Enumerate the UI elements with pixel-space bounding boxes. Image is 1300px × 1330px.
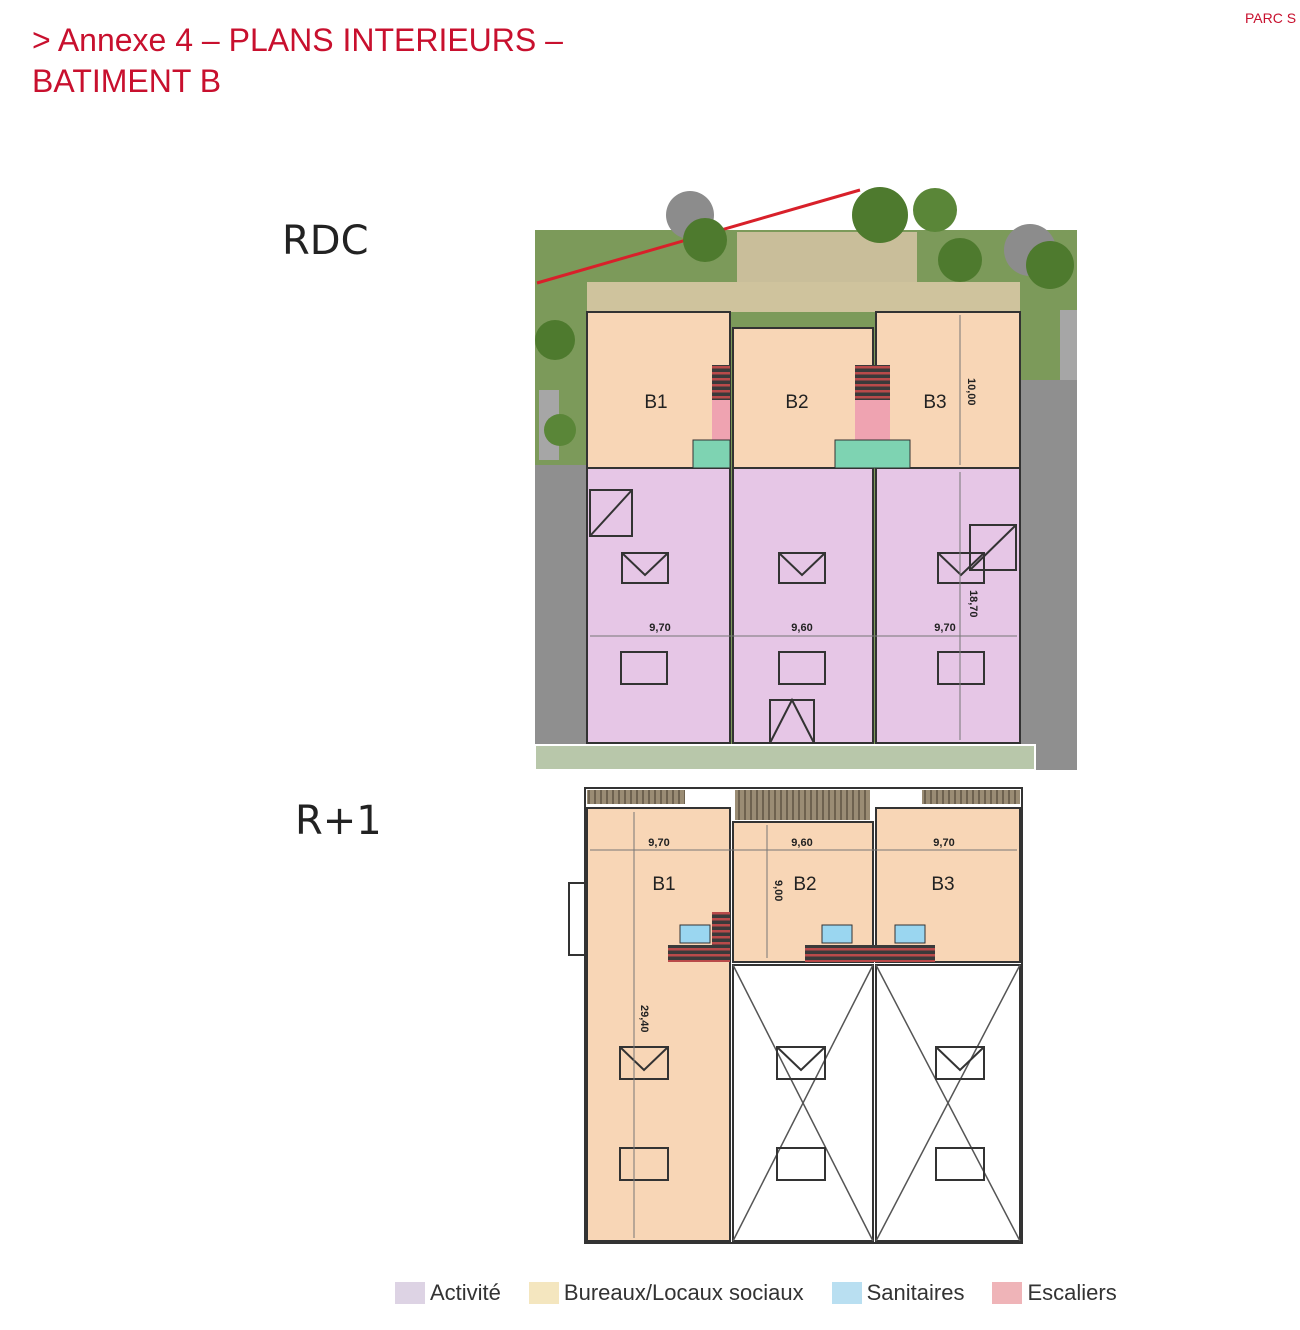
rdc-sanitary-b1 — [692, 439, 731, 469]
parking-block — [1060, 310, 1077, 380]
r1-width-b2: 9,60 — [791, 837, 812, 849]
rdc-skylight — [778, 651, 826, 685]
title-line-1: > Annexe 4 – PLANS INTERIEURS – — [32, 22, 563, 58]
trees — [535, 187, 1074, 446]
r1-width-b1: 9,70 — [648, 837, 669, 849]
legend-label-bureaux: Bureaux/Locaux sociaux — [563, 1280, 804, 1305]
legend-swatch-sanitaires — [831, 1282, 862, 1304]
legend: Activité Bureaux/Locaux sociaux Sanitair… — [395, 1280, 1145, 1306]
r1-stairs-b1 — [668, 945, 730, 962]
r1-b1-depth: 29,40 — [638, 1005, 650, 1033]
legend-item-bureaux: Bureaux/Locaux sociaux — [528, 1280, 804, 1306]
rdc-unit-label-b2: B2 — [785, 392, 808, 413]
rdc-sanitary-b2-b3 — [834, 439, 911, 469]
rdc-office-depth: 10,00 — [965, 378, 977, 406]
r1-width-b3: 9,70 — [933, 837, 954, 849]
r1-roof-edge — [735, 790, 870, 820]
r1-building — [568, 787, 1023, 1244]
r1-stairs-b2-b3 — [805, 945, 935, 962]
legend-item-escaliers: Escaliers — [992, 1280, 1117, 1306]
rdc-skylight — [937, 552, 985, 584]
r1-side-balcony — [568, 882, 586, 956]
rdc-skylight — [937, 651, 985, 685]
r1-roof-edge — [922, 790, 1020, 804]
r1-unit-label-b3: B3 — [931, 874, 954, 895]
rdc-b1-office — [586, 311, 731, 469]
r1-unit-label-b1: B1 — [652, 874, 675, 895]
r1-skylight — [776, 1147, 826, 1181]
r1-roof-edge — [587, 790, 685, 804]
r1-skylight — [776, 1046, 826, 1080]
rdc-unit-label-b1: B1 — [644, 392, 667, 413]
rdc-stair-landing-b1 — [712, 400, 730, 440]
rear-terrace — [587, 282, 1020, 312]
legend-label-escaliers: Escaliers — [1027, 1280, 1117, 1305]
rdc-skylight — [621, 552, 669, 584]
rdc-skylight — [778, 552, 826, 584]
legend-label-activite: Activité — [430, 1280, 501, 1305]
level-label-rdc: RDC — [282, 218, 369, 264]
rdc-b3-activity — [875, 467, 1021, 744]
legend-swatch-bureaux — [528, 1282, 559, 1304]
r1-office-depth: 9,00 — [772, 880, 784, 901]
r1-skylight — [935, 1147, 985, 1181]
title-line-2: BATIMENT B — [32, 63, 222, 99]
r1-sanitary-b3 — [894, 924, 926, 944]
rdc-stair-landing-b2 — [855, 400, 890, 440]
r1-sanitary-b2 — [821, 924, 853, 944]
front-strip — [534, 744, 1036, 771]
r1-sanitary-b1 — [679, 924, 711, 944]
page-title: > Annexe 4 – PLANS INTERIEURS – BATIMENT… — [32, 20, 563, 102]
legend-label-sanitaires: Sanitaires — [866, 1280, 965, 1305]
r1-skylight — [619, 1147, 669, 1181]
rdc-stairs-b2 — [855, 365, 890, 400]
rdc-b2-activity — [732, 467, 874, 744]
r1-b1-office — [586, 807, 731, 1242]
rdc-loading-door-b1 — [589, 489, 633, 537]
road-left — [535, 465, 587, 770]
road-right — [1020, 380, 1077, 770]
r1-stairs-b1-flight — [712, 912, 730, 945]
rdc-width-b1: 9,70 — [649, 622, 670, 634]
rdc-b1-activity — [586, 467, 731, 744]
legend-swatch-activite — [395, 1282, 425, 1304]
rdc-width-b3: 9,70 — [934, 622, 955, 634]
rdc-width-b2: 9,60 — [791, 622, 812, 634]
rdc-unit-label-b3: B3 — [923, 392, 946, 413]
r1-unit-label-b2: B2 — [793, 874, 816, 895]
rdc-loading-door-b3 — [969, 524, 1017, 571]
r1-skylight — [619, 1046, 669, 1080]
corner-header-text: PARC S — [1245, 10, 1297, 26]
legend-item-sanitaires: Sanitaires — [831, 1280, 965, 1306]
r1-skylight — [935, 1046, 985, 1080]
legend-item-activite: Activité — [395, 1280, 501, 1306]
level-label-r1: R+1 — [295, 798, 382, 844]
rdc-activity-depth: 18,70 — [967, 590, 979, 618]
rdc-stairs-b1 — [712, 365, 730, 400]
legend-swatch-escaliers — [992, 1282, 1023, 1304]
rdc-building — [586, 311, 1021, 744]
rdc-skylight — [620, 651, 668, 685]
